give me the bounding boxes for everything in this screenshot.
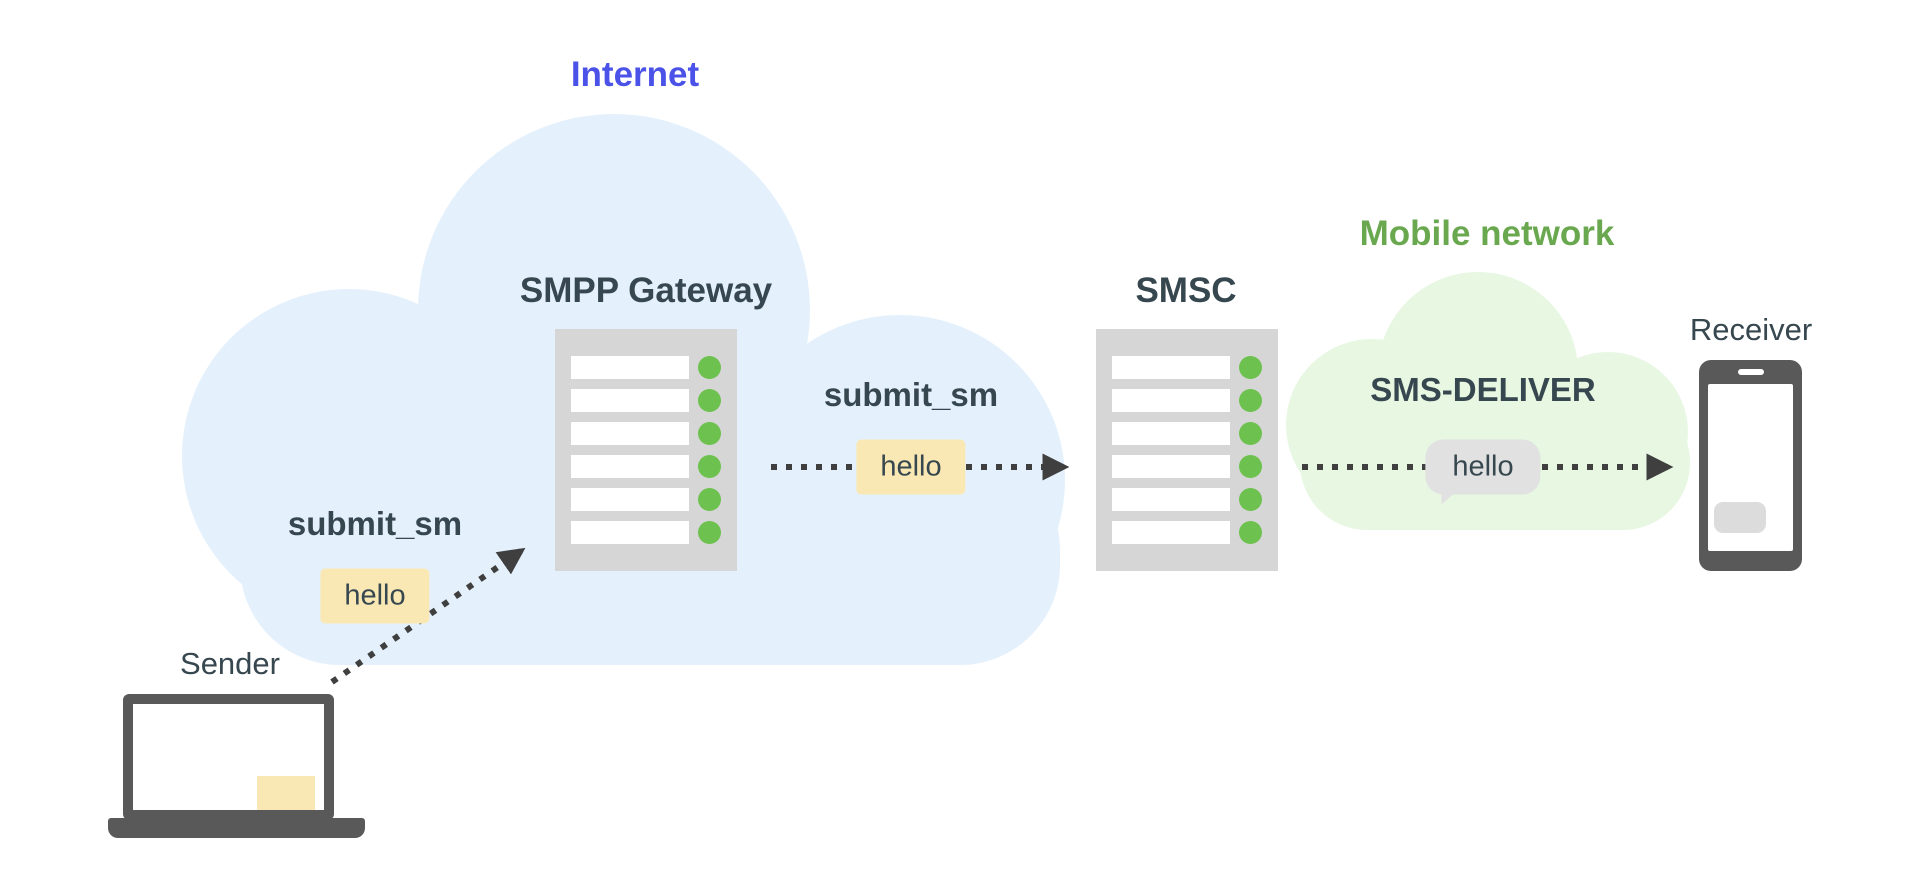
server-slot: [1112, 389, 1230, 412]
server-led-icon: [698, 455, 721, 478]
server-slot-row: [571, 356, 721, 379]
sms-deliver-label: SMS-DELIVER: [1370, 371, 1596, 408]
server-slot-row: [1112, 488, 1262, 511]
sender-laptop-icon: [123, 694, 334, 820]
server-led-icon: [1239, 521, 1262, 544]
server-led-icon: [1239, 389, 1262, 412]
server-slot: [1112, 356, 1230, 379]
server-slot: [571, 422, 689, 445]
server-led-icon: [698, 488, 721, 511]
message-payload-bubble: hello: [1425, 439, 1541, 505]
server-slot: [571, 389, 689, 412]
server-slot: [571, 521, 689, 544]
sender-laptop-base-icon: [108, 818, 365, 838]
receiver-phone-icon: [1699, 360, 1802, 571]
server-slot-row: [1112, 455, 1262, 478]
server-slot: [571, 356, 689, 379]
server-slot-row: [571, 488, 721, 511]
server-slot: [571, 455, 689, 478]
server-slot-row: [571, 389, 721, 412]
smpp-gateway-server-icon: [555, 329, 737, 571]
phone-speaker-icon: [1737, 369, 1764, 375]
server-slot-row: [1112, 356, 1262, 379]
smsc-server-icon: [1096, 329, 1278, 571]
server-slot-row: [571, 521, 721, 544]
sender-label: Sender: [180, 646, 280, 681]
server-slot-row: [571, 455, 721, 478]
laptop-message-icon: [257, 776, 315, 810]
server-slot-row: [571, 422, 721, 445]
server-slot-row: [1112, 521, 1262, 544]
server-slot: [1112, 455, 1230, 478]
server-led-icon: [1239, 488, 1262, 511]
server-led-icon: [1239, 422, 1262, 445]
server-led-icon: [698, 422, 721, 445]
server-led-icon: [1239, 356, 1262, 379]
phone-message-bubble-icon: [1714, 502, 1766, 533]
server-led-icon: [698, 521, 721, 544]
message-payload-2: hello: [856, 439, 966, 495]
phone-screen: [1708, 384, 1793, 551]
submit-sm-1-label: submit_sm: [287, 505, 463, 542]
server-slot: [1112, 521, 1230, 544]
server-led-icon: [698, 389, 721, 412]
message-payload-1: hello: [320, 568, 430, 624]
server-slot-row: [1112, 422, 1262, 445]
server-led-icon: [698, 356, 721, 379]
smsc-label: SMSC: [1135, 271, 1237, 310]
mobile-network-cloud-label: Mobile network: [1359, 214, 1615, 253]
server-slot: [1112, 422, 1230, 445]
server-slot-row: [1112, 389, 1262, 412]
server-slot: [1112, 488, 1230, 511]
server-led-icon: [1239, 455, 1262, 478]
internet-cloud-label: Internet: [570, 55, 700, 94]
server-slot: [571, 488, 689, 511]
receiver-label: Receiver: [1689, 312, 1813, 347]
submit-sm-2-label: submit_sm: [823, 376, 999, 413]
smpp-gateway-label: SMPP Gateway: [519, 271, 773, 310]
